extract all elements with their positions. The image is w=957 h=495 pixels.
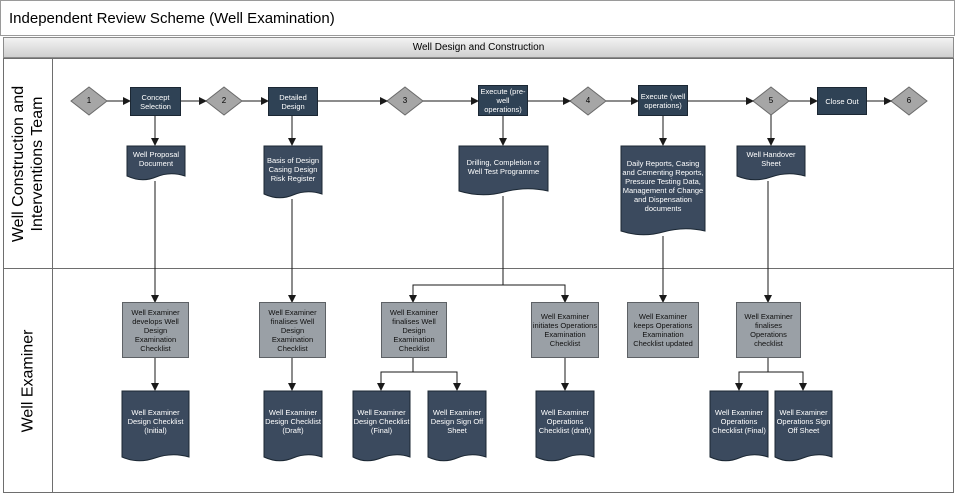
connector: [413, 371, 461, 391]
doc-well-proposal: Well Proposal Document: [132, 150, 180, 168]
connector: [377, 358, 414, 391]
step-concept-selection: Concept Selection: [130, 87, 181, 116]
doc-ops-checklist-draft: Well Examiner Operations Checklist (draf…: [538, 407, 592, 435]
document-shape: [736, 145, 806, 181]
doc-design-signoff-sheet: Well Examiner Design Sign Off Sheet: [430, 407, 484, 435]
doc-daily-reports: Daily Reports, Casing and Cementing Repo…: [622, 159, 704, 213]
document-shape: [709, 390, 769, 462]
diagram-title-bar: Independent Review Scheme (Well Examinat…: [0, 0, 955, 36]
activity-develops-design-checklist: Well Examiner develops Well Design Exami…: [122, 302, 189, 358]
doc-ops-signoff-sheet: Well Examiner Operations Sign Off Sheet: [776, 407, 831, 435]
document-shape: [620, 145, 706, 236]
decision-diamond-2: [205, 86, 243, 116]
decision-diamond-1: [70, 86, 108, 116]
document-shape: [352, 390, 411, 462]
activity-initiates-ops-checklist: Well Examiner initiates Operations Exami…: [531, 302, 599, 358]
document-shape: [126, 145, 186, 181]
decision-label-3: 3: [402, 96, 408, 105]
decision-label-1: 1: [86, 96, 92, 105]
document-shape: [535, 390, 595, 462]
activity-keeps-ops-checklist: Well Examiner keeps Operations Examinati…: [627, 302, 699, 358]
connector: [409, 196, 504, 303]
step-execute-well-ops: Execute (well operations): [638, 85, 688, 116]
step-execute-pre-well: Execute (pre-well operations): [478, 85, 528, 116]
activity-finalises-design-checklist: Well Examiner finalises Well Design Exam…: [381, 302, 447, 358]
document-shape: [427, 390, 487, 462]
document-shape: [774, 390, 833, 462]
doc-basis-of-design: Basis of Design Casing Design Risk Regis…: [266, 155, 320, 183]
connector: [503, 284, 569, 303]
doc-design-checklist-final: Well Examiner Design Checklist (Final): [353, 407, 410, 435]
document-shape: [121, 390, 190, 462]
diagram-title: Independent Review Scheme (Well Examinat…: [9, 10, 335, 27]
doc-ops-checklist-final: Well Examiner Operations Checklist (Fina…: [712, 407, 766, 435]
step-detailed-design: Detailed Design: [268, 87, 318, 116]
activity-finalises-ops-checklist: Well Examiner finalises Operations check…: [736, 302, 801, 358]
phase-header: Well Design and Construction: [3, 37, 954, 58]
lane-header-examiner: Well Examiner: [3, 268, 53, 493]
doc-design-checklist-initial: Well Examiner Design Checklist (Initial): [127, 407, 184, 435]
decision-label-4: 4: [585, 96, 591, 105]
doc-drilling-programme: Drilling, Completion or Well Test Progra…: [466, 158, 541, 176]
decision-label-5: 5: [768, 96, 774, 105]
document-shape: [263, 145, 323, 199]
document-shape: [263, 390, 323, 462]
connector: [735, 358, 769, 391]
lane-header-team: Well Construction and Interventions Team: [3, 58, 53, 269]
doc-well-handover: Well Handover Sheet: [746, 150, 796, 168]
document-shape: [458, 145, 549, 196]
lane-divider: [3, 268, 954, 269]
step-close-out: Close Out: [817, 87, 867, 115]
decision-label-2: 2: [221, 96, 227, 105]
decision-diamond-6: [890, 86, 928, 116]
decision-diamond-4: [569, 86, 607, 116]
decision-label-6: 6: [906, 96, 912, 105]
doc-design-checklist-draft: Well Examiner Design Checklist (Draft): [265, 407, 321, 435]
decision-diamond-3: [386, 86, 424, 116]
connector: [768, 371, 807, 391]
activity-finalises-design-checklist-draft: Well Examiner finalises Well Design Exam…: [259, 302, 326, 358]
